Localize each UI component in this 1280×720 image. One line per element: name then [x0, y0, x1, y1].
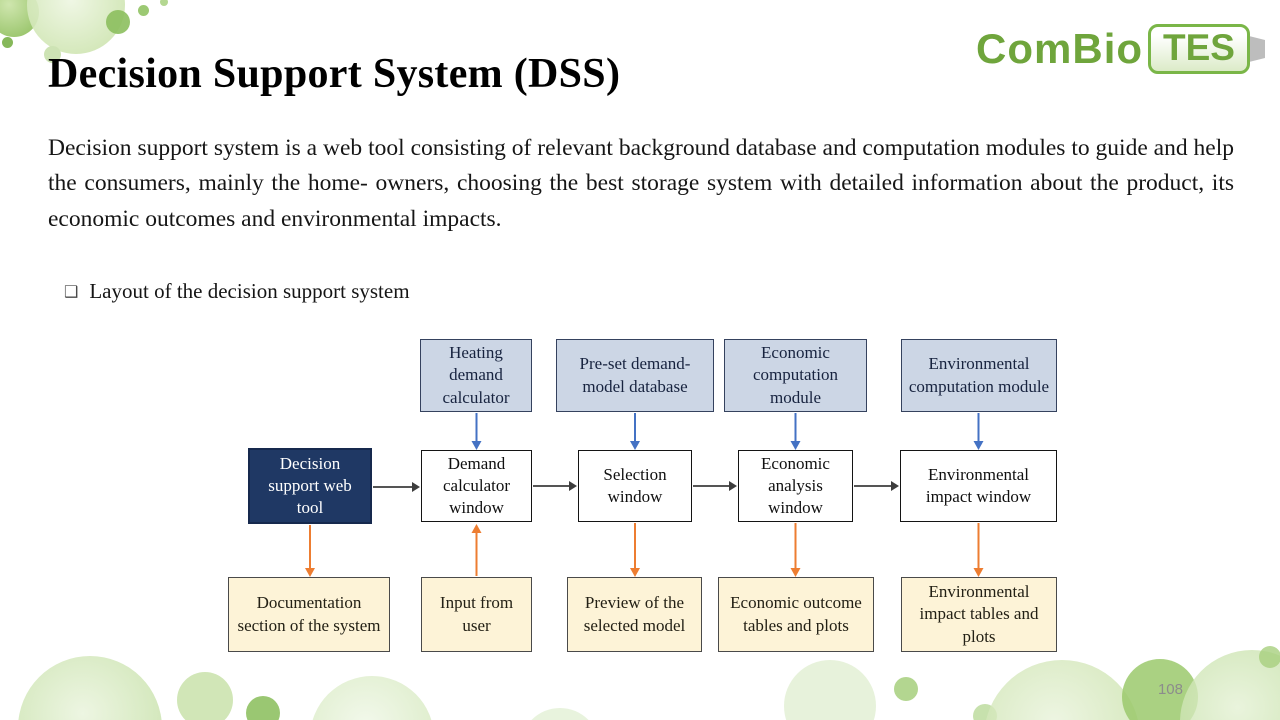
arrow-selection-to-preview [630, 523, 640, 577]
box-preset-demand-model-database: Pre-set demand-model database [556, 339, 714, 412]
decorative-circle [177, 672, 233, 720]
decorative-circle [160, 0, 168, 6]
box-environmental-computation-module: Environmental computation module [901, 339, 1057, 412]
square-bullet-icon: ❑ [64, 282, 79, 301]
decorative-circle [18, 656, 162, 720]
arrow-demand-to-selection [533, 481, 577, 491]
arrow-database-to-selection-window [630, 413, 640, 450]
arrow-webtool-to-demand-window [373, 482, 420, 492]
arrow-economic-to-environmental [854, 481, 899, 491]
decorative-circle [2, 37, 13, 48]
bullet-text: Layout of the decision support system [89, 279, 410, 303]
box-environmental-impact-window: Environmental impact window [900, 450, 1057, 522]
box-heating-demand-calculator: Heating demand calculator [420, 339, 532, 412]
bullet-item: ❑ Layout of the decision support system [64, 279, 410, 304]
box-documentation-section: Documentation section of the system [228, 577, 390, 652]
decorative-circle [44, 46, 61, 63]
decorative-circle [1259, 646, 1280, 668]
box-environmental-impact-tables: Environmental impact tables and plots [901, 577, 1057, 652]
combiotes-logo: ComBio TES [976, 24, 1265, 74]
page-number: 108 [1157, 681, 1183, 698]
decorative-circle [984, 660, 1140, 720]
box-preview-selected-model: Preview of the selected model [567, 577, 702, 652]
box-selection-window: Selection window [578, 450, 692, 522]
decorative-circle [246, 696, 280, 720]
decorative-circle [310, 676, 434, 720]
arrow-heating-to-demand-window [471, 413, 482, 450]
arrow-selection-to-economic [693, 481, 737, 491]
arrow-economic-module-to-analysis-window [790, 413, 801, 450]
decorative-circle [894, 677, 918, 701]
box-input-from-user: Input from user [421, 577, 532, 652]
logo-badge-wrap: TES [1148, 24, 1265, 74]
box-decision-support-web-tool: Decision support web tool [248, 448, 372, 524]
arrow-impact-window-to-impact-tables [973, 523, 984, 577]
arrow-environmental-module-to-impact-window [973, 413, 984, 450]
box-economic-computation-module: Economic computation module [724, 339, 867, 412]
arrow-input-to-demand-window [471, 524, 482, 576]
box-demand-calculator-window: Demand calculator window [421, 450, 532, 522]
logo-text-tes: TES [1148, 24, 1250, 74]
box-economic-analysis-window: Economic analysis window [738, 450, 853, 522]
body-paragraph: Decision support system is a web tool co… [48, 135, 1234, 232]
decorative-circle [106, 10, 130, 34]
decorative-circle [784, 660, 876, 720]
arrow-webtool-to-documentation [305, 525, 315, 577]
decorative-circle [138, 5, 149, 16]
slide-title: Decision Support System (DSS) [48, 51, 621, 97]
decorative-circle [520, 708, 600, 720]
logo-text-combio: ComBio [976, 25, 1144, 72]
box-economic-outcome-tables: Economic outcome tables and plots [718, 577, 874, 652]
arrow-analysis-to-outcome-tables [790, 523, 801, 577]
